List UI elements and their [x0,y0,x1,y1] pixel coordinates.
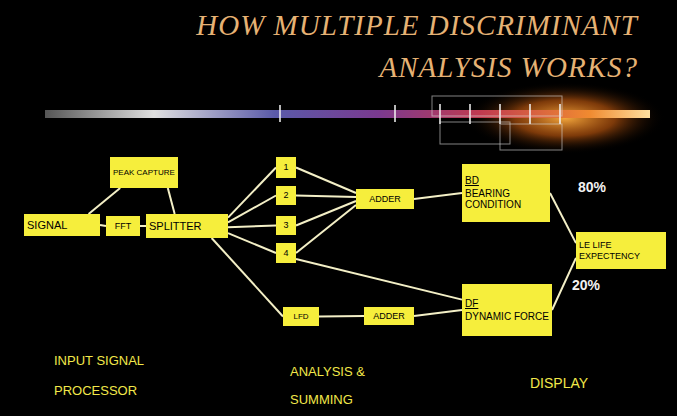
box-text: PEAK CAPTURE [113,168,175,177]
process-box: 4 [276,243,296,263]
box-heading: BD [465,175,547,187]
connector-line [228,226,276,228]
process-box: LFD [283,307,319,326]
connector-line [319,315,364,318]
box-text: LE LIFE EXPECTENCY [579,240,663,261]
box-text: DYNAMIC FORCE [465,311,549,323]
box-text: 4 [279,248,293,258]
connector-line [296,259,462,300]
connector-line [550,193,576,243]
box-text: SPLITTER [149,220,225,233]
box-text: FFT [109,221,137,231]
connector-line [296,196,356,198]
connector-line [414,193,462,199]
box-heading: DF [465,298,549,310]
percent-label: 80% [578,178,606,196]
box-text: ADDER [359,194,411,204]
box-text: 3 [279,220,293,230]
box-text: BEARING CONDITION [465,188,547,211]
box-text: LFD [286,312,316,321]
section-label: DISPLAY [530,374,588,392]
process-box: ADDER [356,189,414,209]
process-box: FFT [106,216,140,236]
box-text: SIGNAL [27,219,97,232]
tick-marks [280,104,560,124]
process-box: SIGNAL [24,214,100,236]
process-box: ADDER [364,307,414,325]
connector-line [228,233,276,253]
box-text: 1 [279,162,293,172]
connector-line [212,238,283,317]
process-box: DFDYNAMIC FORCE [462,284,552,336]
box-text: ADDER [367,311,411,321]
percent-label: 20% [572,276,600,294]
section-label: ANALYSIS & SUMMING [290,358,390,414]
slide-title: HOW MULTIPLE DISCRIMINANT ANALYSIS WORKS… [108,4,638,88]
process-box: 1 [276,157,296,178]
process-box: 3 [276,216,296,235]
connector-line [414,310,462,316]
process-box: BDBEARING CONDITION [462,164,550,222]
process-box: SPLITTER [146,214,228,238]
connector-line [89,188,121,214]
connector-line [168,188,175,214]
process-box: PEAK CAPTURE [110,157,178,188]
section-label: INPUT SIGNAL PROCESSOR [54,346,179,406]
connector-line [296,205,356,253]
box-text: 2 [279,190,293,200]
process-box: 2 [276,186,296,205]
faint-frames [432,96,562,150]
connector-line [296,168,356,194]
process-box: LE LIFE EXPECTENCY [576,232,666,269]
connector-line [228,196,276,223]
